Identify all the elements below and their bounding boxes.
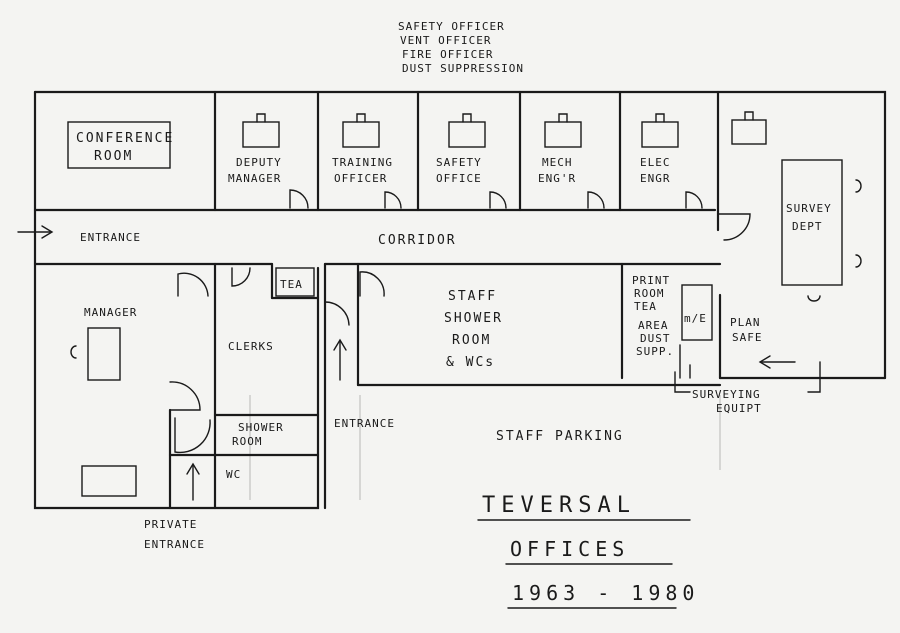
room-label-conference: ROOM [94,149,133,164]
title-block: TEVERSAL OFFICES 1963 - 1980 [477,493,699,609]
room-label-deputy: MANAGER [228,172,281,185]
room-label-m-e: m/E [684,312,707,325]
header-role: SAFETY OFFICER [398,20,505,33]
room-labels: CONFERENCE ROOM DEPUTY MANAGER TRAINING … [76,131,832,551]
room-label-survey: SURVEY [786,202,832,215]
room-label-print: PRINT [632,274,670,287]
room-label-staff-shower: SHOWER [444,311,503,326]
room-label-deputy: DEPUTY [236,156,282,169]
title-years: 1963 - 1980 [512,581,699,605]
room-label-tea: TEA [280,278,303,291]
room-label-corridor: CORRIDOR [378,233,457,248]
room-label-mech: MECH [542,156,573,169]
room-label-conference: CONFERENCE [76,131,174,146]
room-label-shower-room: ROOM [232,435,263,448]
room-label-clerks: CLERKS [228,340,274,353]
header-role: VENT OFFICER [400,34,491,47]
room-label-print: DUST [640,332,671,345]
room-label-staff-shower: ROOM [452,333,491,348]
header-role: DUST SUPPRESSION [402,62,524,75]
room-label-entrance-mid: ENTRANCE [334,417,395,430]
room-label-plan-safe: SAFE [732,331,763,344]
room-label-manager: MANAGER [84,306,137,319]
title-teversal: TEVERSAL [482,493,636,518]
room-label-elec: ENGR [640,172,671,185]
furniture [67,111,862,497]
building-walls [33,90,887,510]
room-label-print: ROOM [634,287,665,300]
room-label-safety: SAFETY [436,156,482,169]
room-label-elec: ELEC [640,156,671,169]
room-label-wc: WC [226,468,241,481]
room-label-training: TRAINING [332,156,393,169]
room-label-print: SUPP. [636,345,674,358]
room-label-print: TEA [634,300,657,313]
room-label-entrance-left: ENTRANCE [80,231,141,244]
header-roles: SAFETY OFFICER VENT OFFICER FIRE OFFICER… [398,20,524,75]
door-swings [169,189,751,454]
room-label-safety: OFFICE [436,172,482,185]
room-label-survey: DEPT [792,220,823,233]
room-label-surveying-equip: SURVEYING [692,388,761,401]
room-label-mech: ENG'R [538,172,576,185]
room-label-surveying-equip: EQUIPT [716,402,762,415]
room-label-staff-parking: STAFF PARKING [496,429,624,444]
room-label-training: OFFICER [334,172,387,185]
room-label-shower-room: SHOWER [238,421,284,434]
room-label-plan-safe: PLAN [730,316,761,329]
room-label-private-entrance: PRIVATE [144,518,197,531]
header-role: FIRE OFFICER [402,48,493,61]
room-label-staff-shower: STAFF [448,289,497,304]
title-offices: OFFICES [510,537,629,561]
room-label-staff-shower: & WCs [446,355,495,370]
room-label-print: AREA [638,319,669,332]
entrance-arrows [17,225,821,501]
room-label-private-entrance: ENTRANCE [144,538,205,551]
